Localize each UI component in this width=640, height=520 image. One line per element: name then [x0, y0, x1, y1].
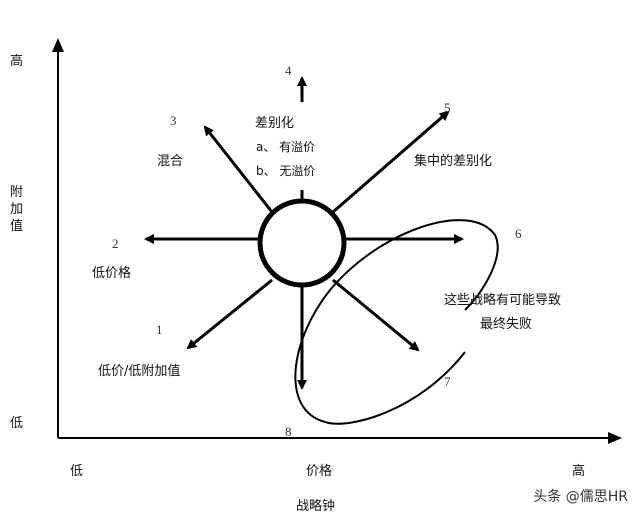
- strategy-5-number: 5: [444, 100, 451, 115]
- strategy-3-number: 3: [170, 113, 177, 128]
- arrow-3: [203, 125, 274, 213]
- strategy-3-label: 混合: [157, 154, 184, 169]
- strategy-6-number: 6: [515, 226, 522, 241]
- arrow-5: [332, 110, 450, 214]
- x-axis-title: 价格: [306, 464, 333, 479]
- clock-center-circle: [257, 198, 347, 288]
- failure-ellipse: [294, 219, 499, 425]
- strategy-2-label: 低价格: [92, 266, 132, 281]
- strategy-7-number: 7: [444, 374, 451, 389]
- strategy-4-label: 差别化: [255, 116, 295, 131]
- strategy-5-label: 集中的差别化: [414, 154, 493, 169]
- strategy-1-label: 低价/低附加值: [98, 364, 181, 379]
- y-axis-title: 附加值: [10, 185, 24, 234]
- strategy-1-number: 1: [156, 322, 163, 337]
- strategy-2-number: 2: [112, 236, 119, 251]
- y-high-label: 高: [10, 54, 24, 69]
- arrow-1: [186, 278, 273, 350]
- watermark: 头条 @儒思HR: [533, 489, 628, 505]
- failure-note-line1: 这些战略有可能导致: [444, 293, 562, 308]
- x-high-label: 高: [572, 464, 586, 479]
- failure-note-line2: 最终失败: [480, 317, 533, 332]
- arrow-7: [332, 278, 420, 352]
- strategy-4-sub-b: b、 无溢价: [256, 164, 316, 178]
- diagram-title: 战略钟: [296, 499, 336, 514]
- strategy-4-number: 4: [285, 63, 292, 78]
- strategy-4-sub-a: a、 有溢价: [256, 140, 316, 154]
- strategy-8-number: 8: [285, 424, 292, 439]
- y-low-label: 低: [10, 416, 24, 431]
- x-low-label: 低: [70, 464, 84, 479]
